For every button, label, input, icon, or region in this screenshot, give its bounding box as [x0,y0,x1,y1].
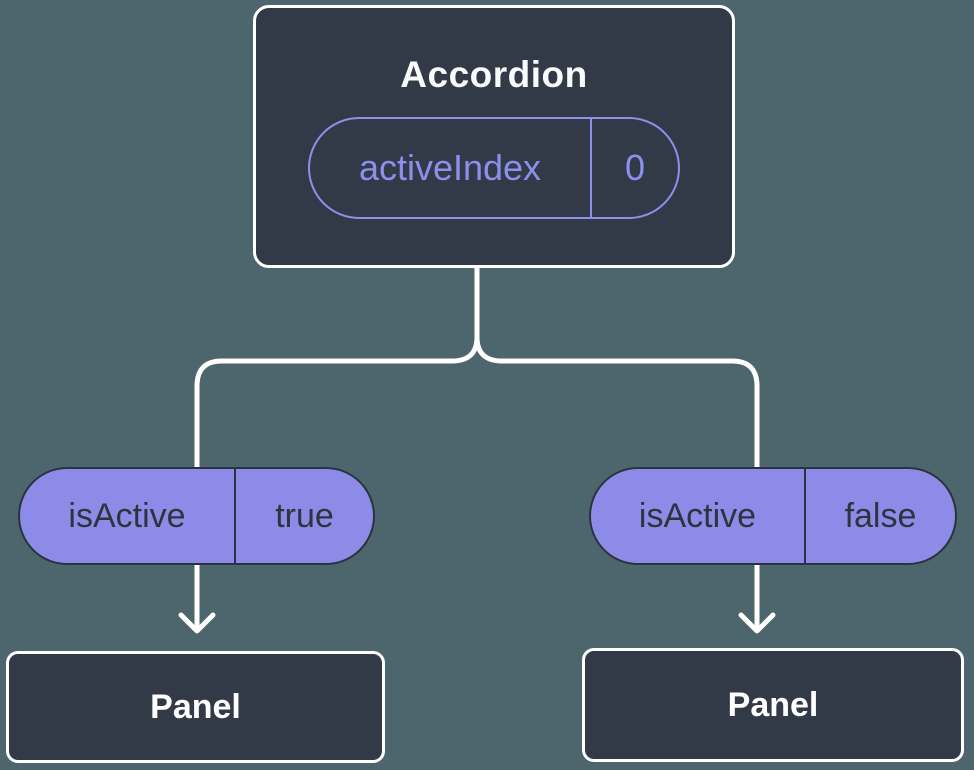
state-pill-name: activeIndex [358,147,542,188]
arrow-down-icon [738,612,776,634]
prop-pill-is-active-false: isActive false [589,467,957,565]
prop-pill-value: false [804,469,955,563]
panel-node-right: Panel [582,648,964,762]
prop-pill-value: true [234,469,373,563]
panel-node-title: Panel [150,687,241,726]
panel-node-title: Panel [727,685,819,724]
branch-line-right [474,263,760,631]
prop-pill-name: isActive [68,496,186,535]
state-pill-active-index: activeIndex 0 [308,117,680,219]
state-pill-value: 0 [590,119,678,217]
prop-pill-is-active-true: isActive true [18,467,375,565]
accordion-node-title: Accordion [400,54,588,95]
branch-line-left [194,263,480,631]
panel-node-left: Panel [6,651,385,763]
prop-pill-name: isActive [638,496,757,535]
arrow-down-icon [178,612,216,634]
accordion-node: Accordion activeIndex 0 [253,5,735,268]
